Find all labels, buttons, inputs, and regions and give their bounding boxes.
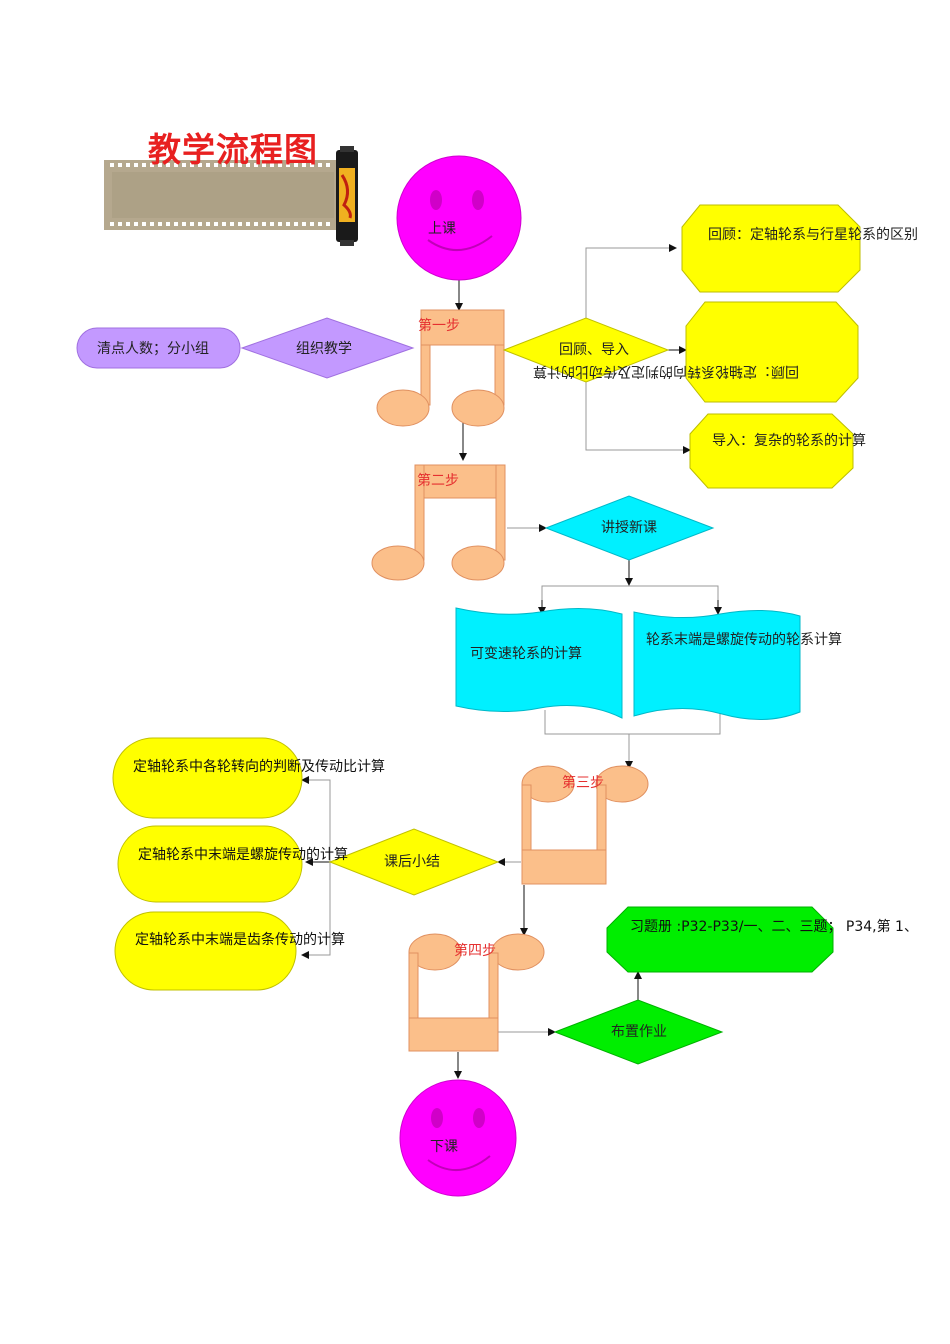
review-item3-label: 导入：复杂的轮系的计算 xyxy=(712,433,866,449)
homework-diamond xyxy=(553,999,724,1065)
review-diamond xyxy=(502,317,670,383)
homework-label: 布置作业 xyxy=(611,1024,667,1040)
teach-doc1-shape xyxy=(455,607,623,719)
step4-note-shape xyxy=(408,933,545,1052)
film-strip-decoration xyxy=(104,146,358,246)
review-label: 回顾、导入 xyxy=(559,342,629,358)
teach-doc2-shape xyxy=(633,609,801,721)
organize-label: 组织教学 xyxy=(296,341,352,357)
teach-label: 讲授新课 xyxy=(601,520,657,536)
review-item1-octagon xyxy=(681,204,861,293)
page-title: 教学流程图 xyxy=(148,130,318,169)
end-label: 下课 xyxy=(430,1139,458,1155)
summary-item1-box xyxy=(112,737,303,819)
summary-item3-label: 定轴轮系中末端是齿条传动的计算 xyxy=(135,932,345,948)
roster-rounded-box xyxy=(76,327,241,369)
end-smiley xyxy=(399,1079,517,1197)
review-item2-label: 回顾：定轴轮系转向的判定及传动比的计算 xyxy=(533,363,799,379)
homework-detail-label: 习题册 :P32-P33/一、二、三题； P34,第 1、 xyxy=(630,919,918,935)
roster-label: 清点人数；分小组 xyxy=(97,341,209,357)
step2-label: 第二步 xyxy=(417,473,459,489)
organize-diamond xyxy=(240,317,415,379)
summary-diamond xyxy=(328,828,500,896)
summary-item2-box xyxy=(117,825,303,903)
step2-note-shape xyxy=(371,464,506,581)
step3-note-shape xyxy=(521,765,649,885)
start-smiley xyxy=(396,155,522,281)
teach-doc2-label: 轮系末端是螺旋传动的轮系计算 xyxy=(646,632,842,648)
step1-label: 第一步 xyxy=(418,318,460,334)
step4-label: 第四步 xyxy=(454,943,496,959)
summary-item1-label: 定轴轮系中各轮转向的判断及传动比计算 xyxy=(133,759,385,775)
review-item1-label: 回顾：定轴轮系与行星轮系的区别 xyxy=(708,227,918,243)
start-label: 上课 xyxy=(428,221,456,237)
connectors xyxy=(301,244,722,1079)
teach-diamond xyxy=(544,495,715,561)
review-item3-octagon xyxy=(689,413,854,489)
summary-item2-label: 定轴轮系中末端是螺旋传动的计算 xyxy=(138,847,348,863)
summary-label: 课后小结 xyxy=(384,854,440,870)
summary-item3-box xyxy=(114,911,297,991)
review-item2-octagon xyxy=(685,301,859,403)
step3-label: 第三步 xyxy=(562,775,604,791)
step1-note-shape xyxy=(376,309,505,427)
teach-doc1-label: 可变速轮系的计算 xyxy=(470,646,582,662)
homework-octagon xyxy=(606,906,834,973)
